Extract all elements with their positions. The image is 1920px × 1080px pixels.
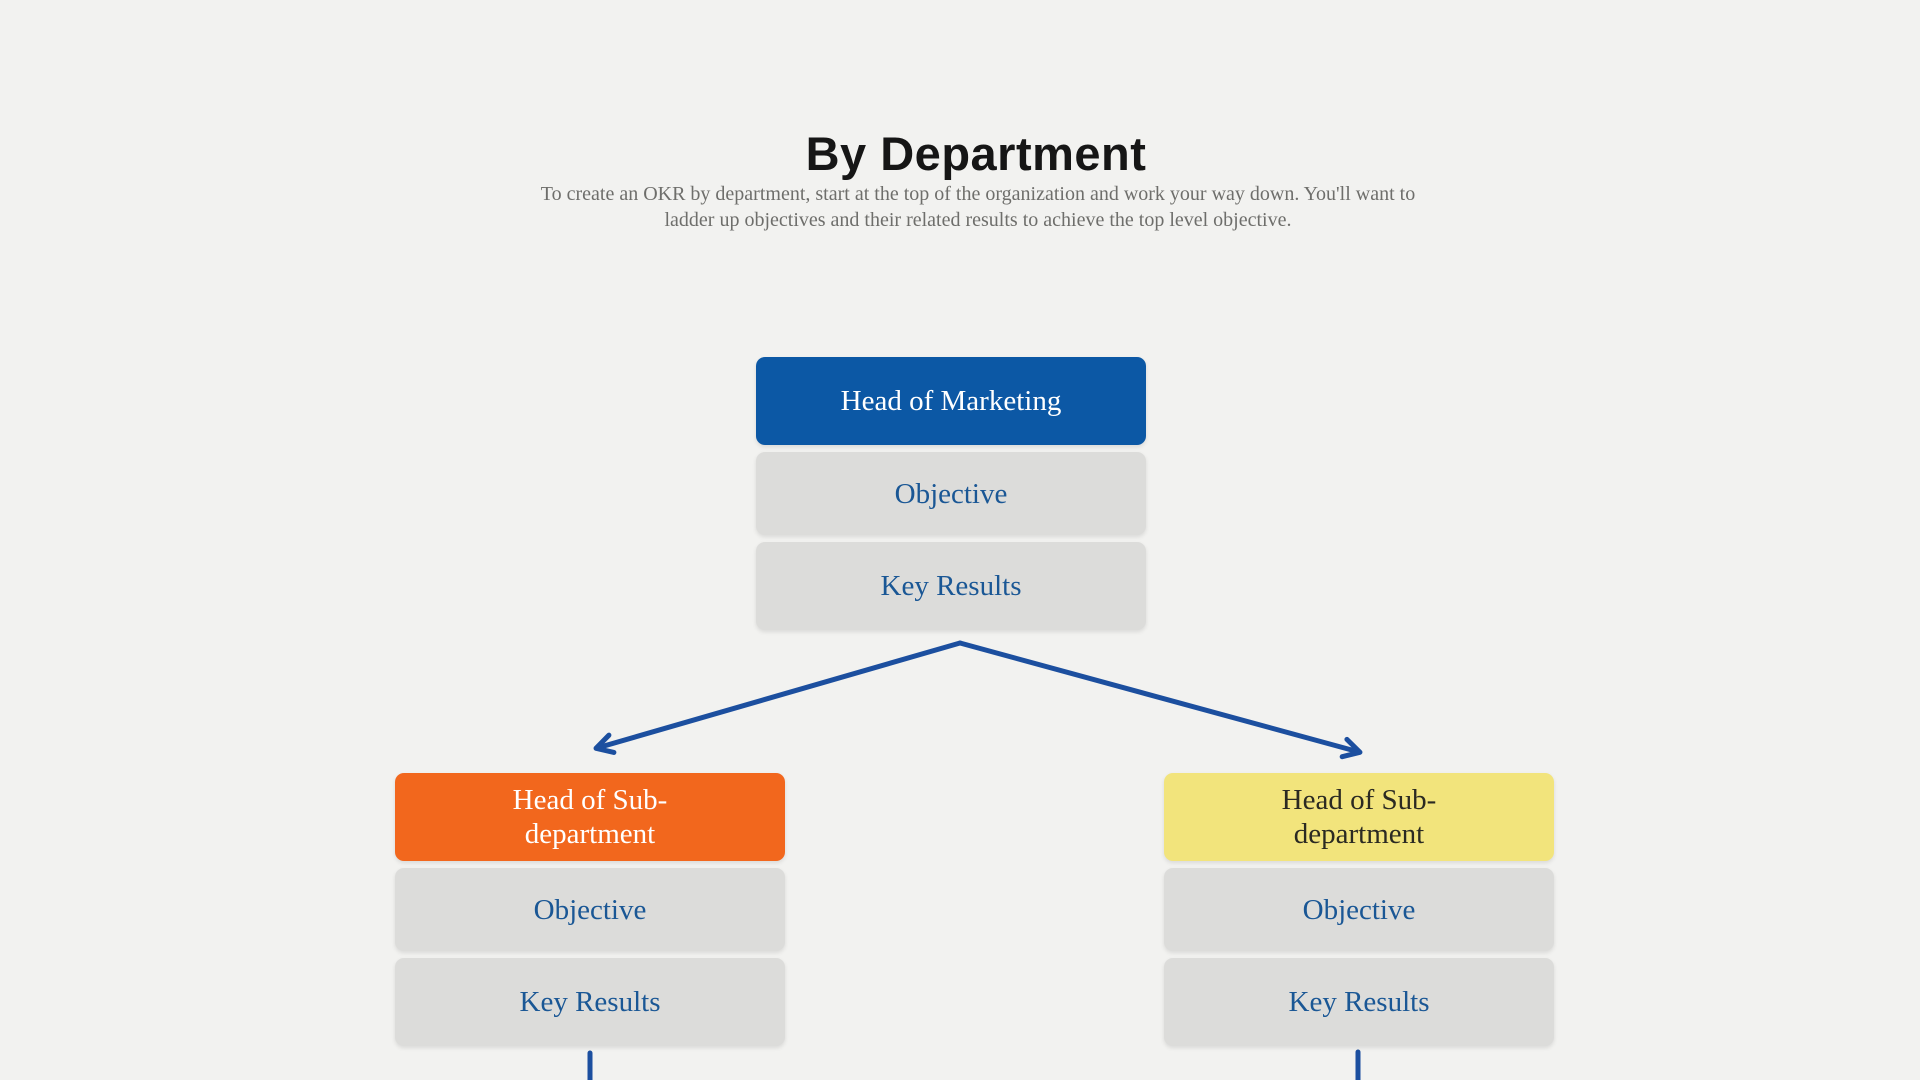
node-label: Objective — [533, 893, 647, 926]
left-branch-arrow — [593, 640, 963, 755]
sub-department-left-column: Head of Sub-department Objective Key Res… — [395, 773, 785, 1046]
head-of-sub-department-left-box: Head of Sub-department — [395, 773, 785, 861]
node-label: Objective — [1302, 893, 1416, 926]
node-label: Key Results — [519, 986, 661, 1018]
objective-box: Objective — [1164, 868, 1554, 951]
page-subtitle: To create an OKR by department, start at… — [488, 181, 1468, 233]
page-title: By Department — [805, 127, 1147, 181]
node-label: Key Results — [1288, 986, 1430, 1018]
node-label: Head of Sub-department — [1281, 784, 1437, 850]
key-results-box: Key Results — [1164, 958, 1554, 1046]
key-results-box: Key Results — [395, 958, 785, 1046]
head-of-sub-department-right-box: Head of Sub-department — [1164, 773, 1554, 861]
head-of-marketing-box: Head of Marketing — [756, 357, 1146, 445]
node-label: Objective — [894, 477, 1008, 510]
node-label: Head of Sub-department — [512, 784, 668, 850]
page-subtitle-line-1: To create an OKR by department, start at… — [540, 183, 1416, 205]
objective-box: Objective — [395, 868, 785, 951]
right-branch-arrow — [957, 640, 1363, 760]
head-of-marketing-column: Head of Marketing Objective Key Results — [756, 357, 1146, 630]
sub-department-right-column: Head of Sub-department Objective Key Res… — [1164, 773, 1554, 1046]
page-subtitle-line-2: ladder up objectives and their related r… — [664, 209, 1292, 231]
node-label: Key Results — [880, 570, 1022, 602]
node-label: Head of Marketing — [840, 385, 1062, 417]
objective-box: Objective — [756, 452, 1146, 535]
key-results-box: Key Results — [756, 542, 1146, 630]
